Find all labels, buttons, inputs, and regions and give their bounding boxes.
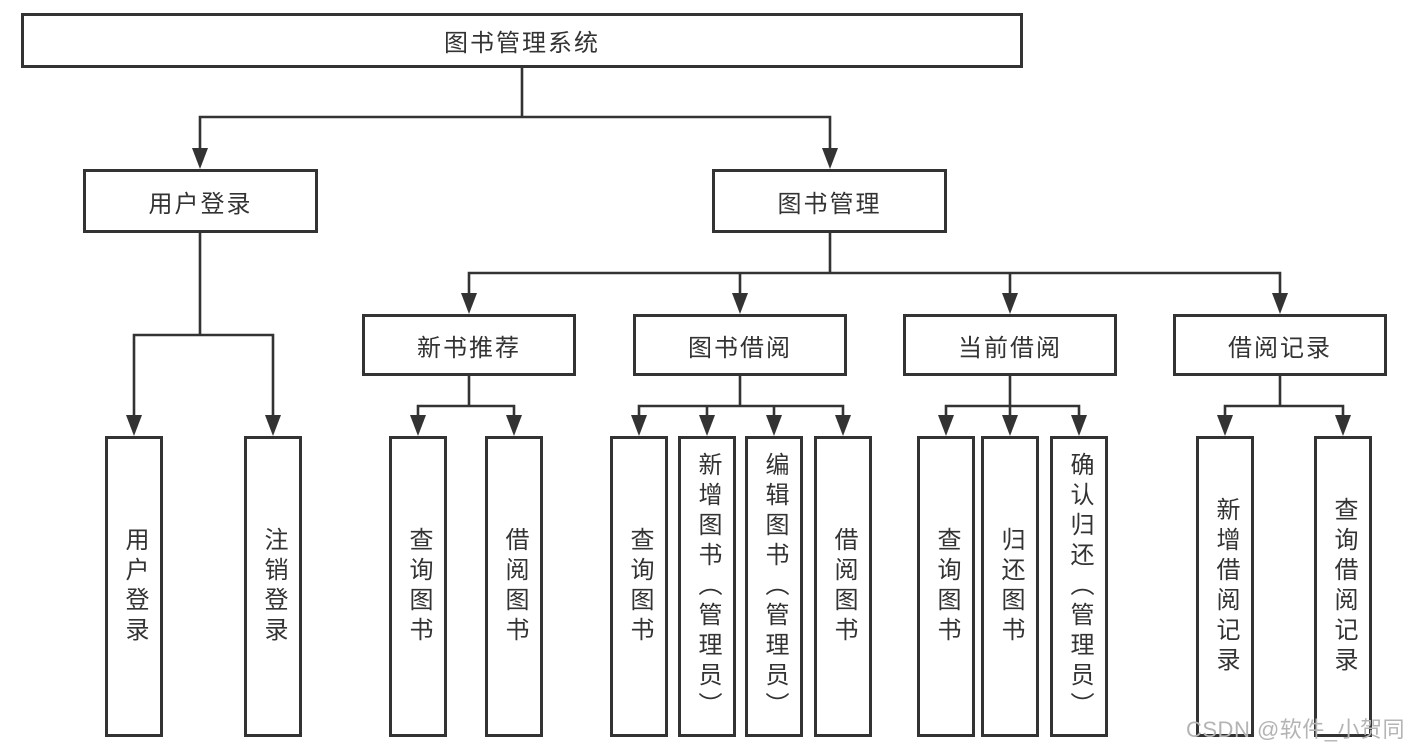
node-leaf-edit-book-admin: 编辑图书（管理员） <box>745 436 803 737</box>
node-label: 新增图书（管理员） <box>694 451 721 722</box>
node-leaf-borrow-book: 借阅图书 <box>485 436 543 737</box>
node-leaf-query-borrow-record: 查询借阅记录 <box>1314 436 1372 737</box>
node-label: 新增借阅记录 <box>1212 496 1239 677</box>
node-label: 图书管理系统 <box>444 30 600 57</box>
connector-book-management-to-level2 <box>461 231 1288 314</box>
node-label: 图书借阅 <box>688 334 792 362</box>
node-library-management-system: 图书管理系统 <box>21 13 1023 68</box>
node-label: 借阅记录 <box>1228 334 1332 362</box>
node-leaf-return-book: 归还图书 <box>981 436 1039 737</box>
node-leaf-add-borrow-record: 新增借阅记录 <box>1196 436 1254 737</box>
node-label: 用户登录 <box>121 526 148 647</box>
node-label: 编辑图书（管理员） <box>761 451 788 722</box>
connector-book-borrow-to-leaves <box>631 374 851 436</box>
connector-new-book-recommend-to-leaves <box>410 374 522 436</box>
node-label: 借阅图书 <box>501 526 528 647</box>
node-label: 当前借阅 <box>958 334 1062 362</box>
csdn-watermark: CSDN @软件_小贺同学 <box>1186 717 1405 742</box>
connector-current-borrow-to-leaves <box>938 374 1087 436</box>
node-leaf-confirm-return-admin: 确认归还（管理员） <box>1050 436 1108 737</box>
node-book-management: 图书管理 <box>712 169 947 233</box>
node-book-borrow: 图书借阅 <box>633 314 847 376</box>
node-user-login: 用户登录 <box>83 169 318 233</box>
node-label: 确认归还（管理员） <box>1066 451 1093 722</box>
node-leaf-user-login: 用户登录 <box>105 436 163 737</box>
node-label: 注销登录 <box>260 526 287 647</box>
connector-user-login-to-leaves <box>126 231 281 436</box>
node-label: 查询借阅记录 <box>1330 496 1357 677</box>
node-label: 新书推荐 <box>417 334 521 362</box>
node-label: 查询图书 <box>933 526 960 647</box>
node-label: 用户登录 <box>148 190 253 218</box>
node-leaf-query-book: 查询图书 <box>610 436 668 737</box>
node-new-book-recommend: 新书推荐 <box>362 314 576 376</box>
node-label: 归还图书 <box>997 526 1024 647</box>
node-leaf-add-book-admin: 新增图书（管理员） <box>678 436 736 737</box>
node-leaf-query-book: 查询图书 <box>917 436 975 737</box>
node-leaf-query-book: 查询图书 <box>389 436 447 737</box>
connector-root-to-level1 <box>192 66 838 169</box>
node-leaf-logout-login: 注销登录 <box>244 436 302 737</box>
node-label: 图书管理 <box>777 190 882 218</box>
node-label: 查询图书 <box>405 526 432 647</box>
node-label: 借阅图书 <box>830 526 857 647</box>
node-label: 查询图书 <box>626 526 653 647</box>
node-borrow-records: 借阅记录 <box>1173 314 1387 376</box>
node-leaf-borrow-book: 借阅图书 <box>814 436 872 737</box>
node-current-borrow: 当前借阅 <box>903 314 1117 376</box>
connector-borrow-records-to-leaves <box>1217 374 1351 436</box>
